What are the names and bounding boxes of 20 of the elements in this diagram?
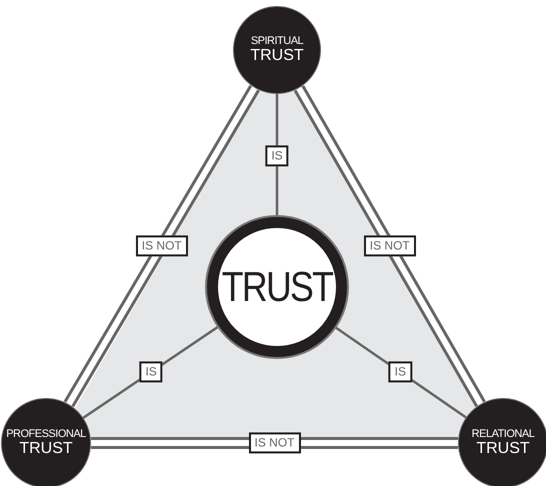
connector-line [334,326,467,418]
edge-label: IS [139,361,163,383]
edge-label: IS NOT [248,432,300,454]
edge-label: IS [265,144,289,166]
edge-label: IS NOT [136,235,188,257]
node-text: TRUST [476,440,530,458]
double-line [91,437,458,449]
node-text: TRUST [250,47,304,65]
edge-label: IS [388,362,412,383]
connector-line [276,94,278,217]
node-text: RELATIONAL [472,428,534,440]
edge-label: IS NOT [364,235,416,257]
node-text: TRUST [19,440,73,458]
trust-circle [458,398,546,486]
connector-line [82,325,220,419]
node-text: TRUST [222,263,332,311]
double-line [64,84,260,408]
node-text: SPIRITUAL [250,35,304,48]
node-text: PROFESSIONAL [6,428,86,440]
double-line [294,85,486,407]
